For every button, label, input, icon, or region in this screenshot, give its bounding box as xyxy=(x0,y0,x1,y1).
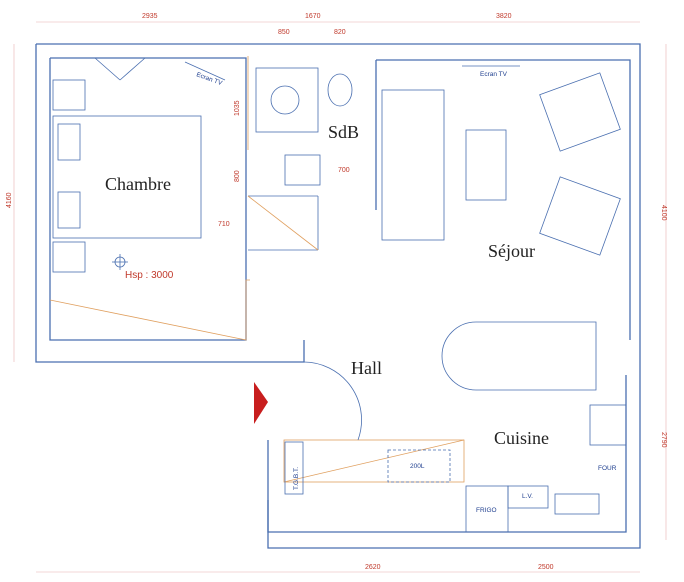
dim-top-5: 3820 xyxy=(496,13,512,20)
exterior-walls xyxy=(35,43,641,549)
cuisine-fixtures xyxy=(465,404,627,533)
room-cuisine: Cuisine xyxy=(494,428,549,448)
armchair-1 xyxy=(539,72,621,152)
dim-top-1: 2935 xyxy=(142,13,158,20)
dim-top-3: 850 xyxy=(278,29,290,36)
label-ecran-tv-chambre: Ecran TV xyxy=(195,71,223,87)
dim-left: 4160 xyxy=(6,192,13,208)
bed xyxy=(52,115,202,239)
dim-inner-1: 1035 xyxy=(234,100,241,116)
fridge xyxy=(465,485,509,533)
shower-drain xyxy=(270,85,300,115)
room-sejour: Séjour xyxy=(488,241,535,261)
shower xyxy=(255,67,319,133)
dim-bottom-2: 2500 xyxy=(538,564,554,571)
label-four: FOUR xyxy=(598,465,617,472)
room-chambre: Chambre xyxy=(105,174,171,194)
dim-inner-4: 700 xyxy=(338,167,350,174)
dim-inner-3: 710 xyxy=(218,221,230,228)
toilet xyxy=(327,73,353,107)
dim-top-4: 820 xyxy=(334,29,346,36)
label-ecran-tv-sejour: Ecran TV xyxy=(480,71,508,78)
wardrobe-doors xyxy=(94,57,146,81)
label-frigo: FRIGO xyxy=(476,507,497,514)
room-hall: Hall xyxy=(351,358,382,378)
chambre-tv xyxy=(184,61,226,81)
label-hsp: Hsp : 3000 xyxy=(125,270,174,281)
sink xyxy=(554,493,600,515)
nightstand-top xyxy=(52,79,86,111)
electrical-panel xyxy=(284,441,304,495)
dim-inner-2: 800 xyxy=(234,170,241,182)
storage xyxy=(283,439,465,483)
island xyxy=(441,321,597,391)
pillow-top xyxy=(57,123,81,161)
coffee-table xyxy=(465,129,507,201)
sofa xyxy=(381,89,445,241)
armchair-2 xyxy=(539,176,621,256)
entry-door-swing xyxy=(303,361,362,441)
nightstand-bottom xyxy=(52,241,86,273)
label-ballon: 200L xyxy=(410,463,425,470)
washbasin xyxy=(284,154,321,186)
water-heater xyxy=(387,449,451,483)
sejour-furniture xyxy=(381,65,621,391)
room-sdb: SdB xyxy=(328,122,359,142)
label-lv: L.V. xyxy=(522,493,533,500)
dim-right-2: 2790 xyxy=(660,432,667,448)
sdb-fixtures xyxy=(247,56,353,251)
dim-right-1: 4100 xyxy=(660,205,667,221)
entry-arrow-icon xyxy=(254,382,268,424)
dim-bottom-1: 2620 xyxy=(365,564,381,571)
label-tgbt: T.G.B.T. xyxy=(293,467,300,490)
dim-top-2: 1670 xyxy=(305,13,321,20)
chambre-furniture xyxy=(49,57,250,341)
cooktop xyxy=(589,404,627,446)
hall-fixtures xyxy=(283,361,465,495)
dishwasher xyxy=(507,485,549,509)
pillow-bottom xyxy=(57,191,81,229)
dimension-lines xyxy=(13,21,667,573)
